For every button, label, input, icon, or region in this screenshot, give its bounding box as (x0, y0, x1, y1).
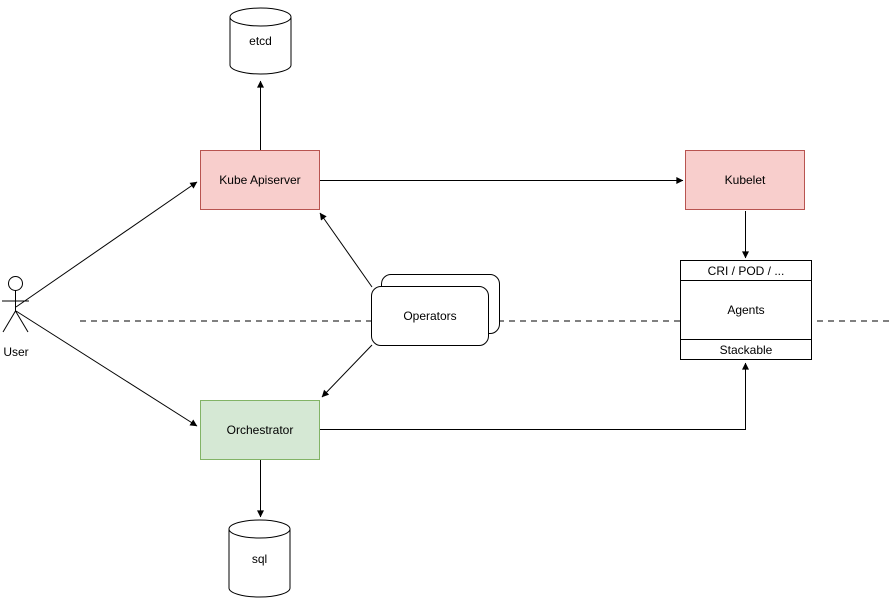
sql-cylinder-shape (228, 519, 291, 598)
etcd-cylinder-shape (229, 7, 292, 75)
agents-stack-header: CRI / POD / ... (681, 261, 811, 281)
node-kubelet: Kubelet (685, 150, 805, 210)
edge-user-to-kube-apiserver (15, 181, 198, 308)
edge-operators-to-kube-apiserver (319, 212, 373, 288)
node-kube-apiserver: Kube Apiserver (200, 150, 320, 210)
agents-stack-footer: Stackable (681, 339, 811, 359)
user-actor-shape (2, 276, 29, 333)
node-agents-stack: CRI / POD / ... Agents Stackable (680, 260, 812, 360)
node-orchestrator: Orchestrator (200, 400, 320, 460)
operators-label: Operators (403, 309, 457, 323)
edge-orchestrator-to-agents (320, 362, 749, 430)
agents-stack-body: Agents (727, 303, 765, 317)
kubelet-label: Kubelet (724, 173, 766, 187)
edge-operators-to-orchestrator (321, 344, 373, 398)
kube-apiserver-label: Kube Apiserver (219, 173, 301, 187)
node-operators: Operators (371, 286, 489, 346)
edge-user-to-orchestrator (15, 310, 198, 427)
orchestrator-label: Orchestrator (226, 423, 294, 437)
